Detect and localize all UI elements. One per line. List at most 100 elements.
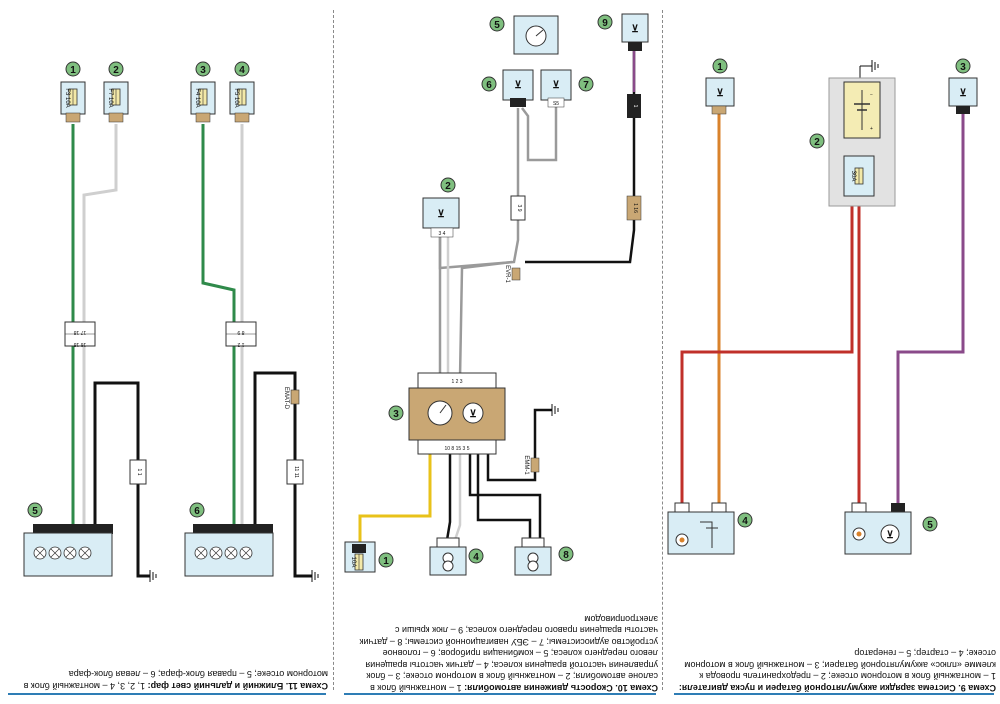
connector: 1 16	[626, 195, 642, 221]
caption-scheme-9: Схема 9. Система зарядки аккумуляторной …	[672, 637, 996, 694]
pin-label: 3 4	[439, 231, 446, 237]
label-4: 4	[742, 516, 748, 527]
connector: 1 1	[129, 459, 147, 485]
fuse-block-1-cabin: 10A 1	[344, 541, 394, 573]
fuse-label: 10A	[350, 557, 356, 568]
connector-pins: 8 9	[237, 329, 244, 335]
scheme-11-headlights: 1 F3 10A 2 F7 10A 3 F4 10A 4 F5 10A	[23, 61, 319, 582]
label-6: 6	[194, 506, 200, 517]
fuse-block-1: 1 F3 10A	[60, 61, 86, 123]
left-wheel-speed-sensor-4: 4	[429, 537, 484, 576]
section-divider	[662, 10, 663, 690]
wire-black	[476, 445, 532, 540]
label-2: 2	[814, 137, 820, 148]
connector-pins: 16 18	[74, 341, 87, 347]
label-7: 7	[583, 80, 589, 91]
fuse-label: F5 10A	[233, 88, 239, 107]
connector-pins: 1	[632, 105, 638, 108]
ground-icon	[859, 60, 879, 80]
connector-emat: EMAT-D	[283, 387, 300, 410]
right-wheel-speed-sensor-8: 8	[514, 537, 574, 576]
label-6: 6	[486, 80, 492, 91]
svg-text:⊻: ⊻	[716, 88, 723, 99]
connector: 8 9 1 2	[225, 321, 257, 347]
connector-pins: 3 9	[516, 205, 522, 212]
label-5: 5	[927, 520, 933, 531]
label-1: 1	[717, 62, 723, 73]
wire-black	[525, 50, 636, 264]
label-5: 5	[494, 20, 500, 31]
connector: 1	[627, 94, 641, 118]
headlight-unit-6: 6	[184, 502, 274, 577]
caption-rule	[674, 693, 994, 695]
connector-mm: EMM-1	[523, 455, 540, 475]
fuse-label: F7 10A	[107, 88, 113, 107]
svg-text:⊻: ⊻	[469, 409, 476, 420]
connector: 11 11	[286, 459, 304, 485]
caption-scheme-10: Схема 10. Скорость движения автомобиля: …	[342, 614, 658, 693]
navigation-ecu-7: S5 ⊻ 7	[540, 69, 594, 108]
audio-head-unit-6: ⊻ 6	[481, 69, 534, 107]
label-3: 3	[200, 65, 206, 76]
connector: 3 9	[510, 195, 526, 221]
label-4: 4	[239, 65, 245, 76]
label-9: 9	[602, 18, 608, 29]
caption-scheme-11: Схема 11. Ближний и дальний свет фар: 1,…	[4, 655, 328, 692]
fuse-block-2-engine: 3 4 ⊻ 2	[422, 177, 460, 238]
label-2: 2	[445, 181, 451, 192]
connector-label: EVR-1	[504, 265, 510, 283]
battery-fuse-block-2: − + 30A 2	[809, 77, 896, 207]
svg-text:⊻: ⊻	[437, 209, 444, 220]
scheme-10-vehicle-speed: 5 ⊻ 9 ⊻ 6 S5 ⊻ 7 3 4 ⊻	[344, 13, 649, 576]
section-divider	[333, 10, 334, 690]
label-1: 1	[70, 65, 76, 76]
wire-yellow	[358, 445, 432, 545]
wire-purple	[896, 112, 965, 505]
svg-text:⊻: ⊻	[631, 24, 638, 35]
wire-black-6	[253, 371, 312, 578]
caption-text: 1 – монтажный блок в салоне автомобиля; …	[359, 614, 658, 693]
caption-title: Схема 11. Ближний и дальний свет фар:	[147, 681, 328, 691]
instrument-cluster-5: 5	[489, 15, 559, 55]
wire-green-3	[201, 124, 236, 533]
fuse-block-1-engine: ⊻ 1	[705, 58, 735, 115]
scheme-9-charging-starting: ⊻ 1 − + 30A 2 ⊻ 3	[667, 58, 978, 555]
caption-text: 1 – монтажный блок в моторном отсеке; 2 …	[684, 648, 996, 682]
wire-black	[445, 445, 452, 541]
connector-pins: 11 11	[293, 466, 299, 478]
connector-evr: EVR-1	[504, 265, 521, 283]
caption-rule	[8, 693, 326, 695]
wire-black	[468, 445, 542, 540]
fuse-block-3-engine: ⊻ 3	[948, 58, 978, 114]
label-5: 5	[32, 506, 38, 517]
connector-label: EMAT-D	[283, 387, 289, 410]
pin-label: 1 2 3	[451, 379, 462, 385]
label-2: 2	[113, 65, 119, 76]
ground-icon	[551, 404, 559, 416]
caption-title: Схема 10. Скорость движения автомобиля:	[464, 683, 658, 693]
connector-pins: 1 1	[136, 469, 142, 476]
fuse-label: F3 10A	[64, 88, 70, 107]
label-1: 1	[383, 556, 389, 567]
roof-hatch-9: ⊻ 9	[597, 13, 649, 51]
wheel-speed-control-unit-3: 1 2 3 ⊻ 10 8 15 3 5 3	[388, 372, 506, 455]
caption-title: Схема 9. Система зарядки аккумуляторной …	[678, 683, 996, 693]
wire-black	[486, 408, 552, 482]
wire-grey	[453, 445, 462, 541]
fuse-label: 30A	[850, 171, 856, 182]
label-4: 4	[473, 552, 479, 563]
wire-red	[680, 198, 854, 505]
connector: 17 18 16 18	[64, 321, 96, 347]
wire-grey	[521, 106, 558, 162]
svg-text:⊻: ⊻	[514, 80, 521, 91]
wire-black-5	[93, 381, 150, 578]
connector-label: EMM-1	[523, 455, 529, 475]
generator-5: ⊻ 5	[844, 502, 938, 555]
fuse-block-2: 2 F7 10A	[103, 61, 129, 123]
connector-pins: 1 16	[632, 203, 638, 213]
connector-pins: 17 18	[74, 329, 87, 335]
label-3: 3	[393, 409, 399, 420]
pin-label: S5	[553, 101, 559, 107]
svg-text:⊻: ⊻	[959, 88, 966, 99]
